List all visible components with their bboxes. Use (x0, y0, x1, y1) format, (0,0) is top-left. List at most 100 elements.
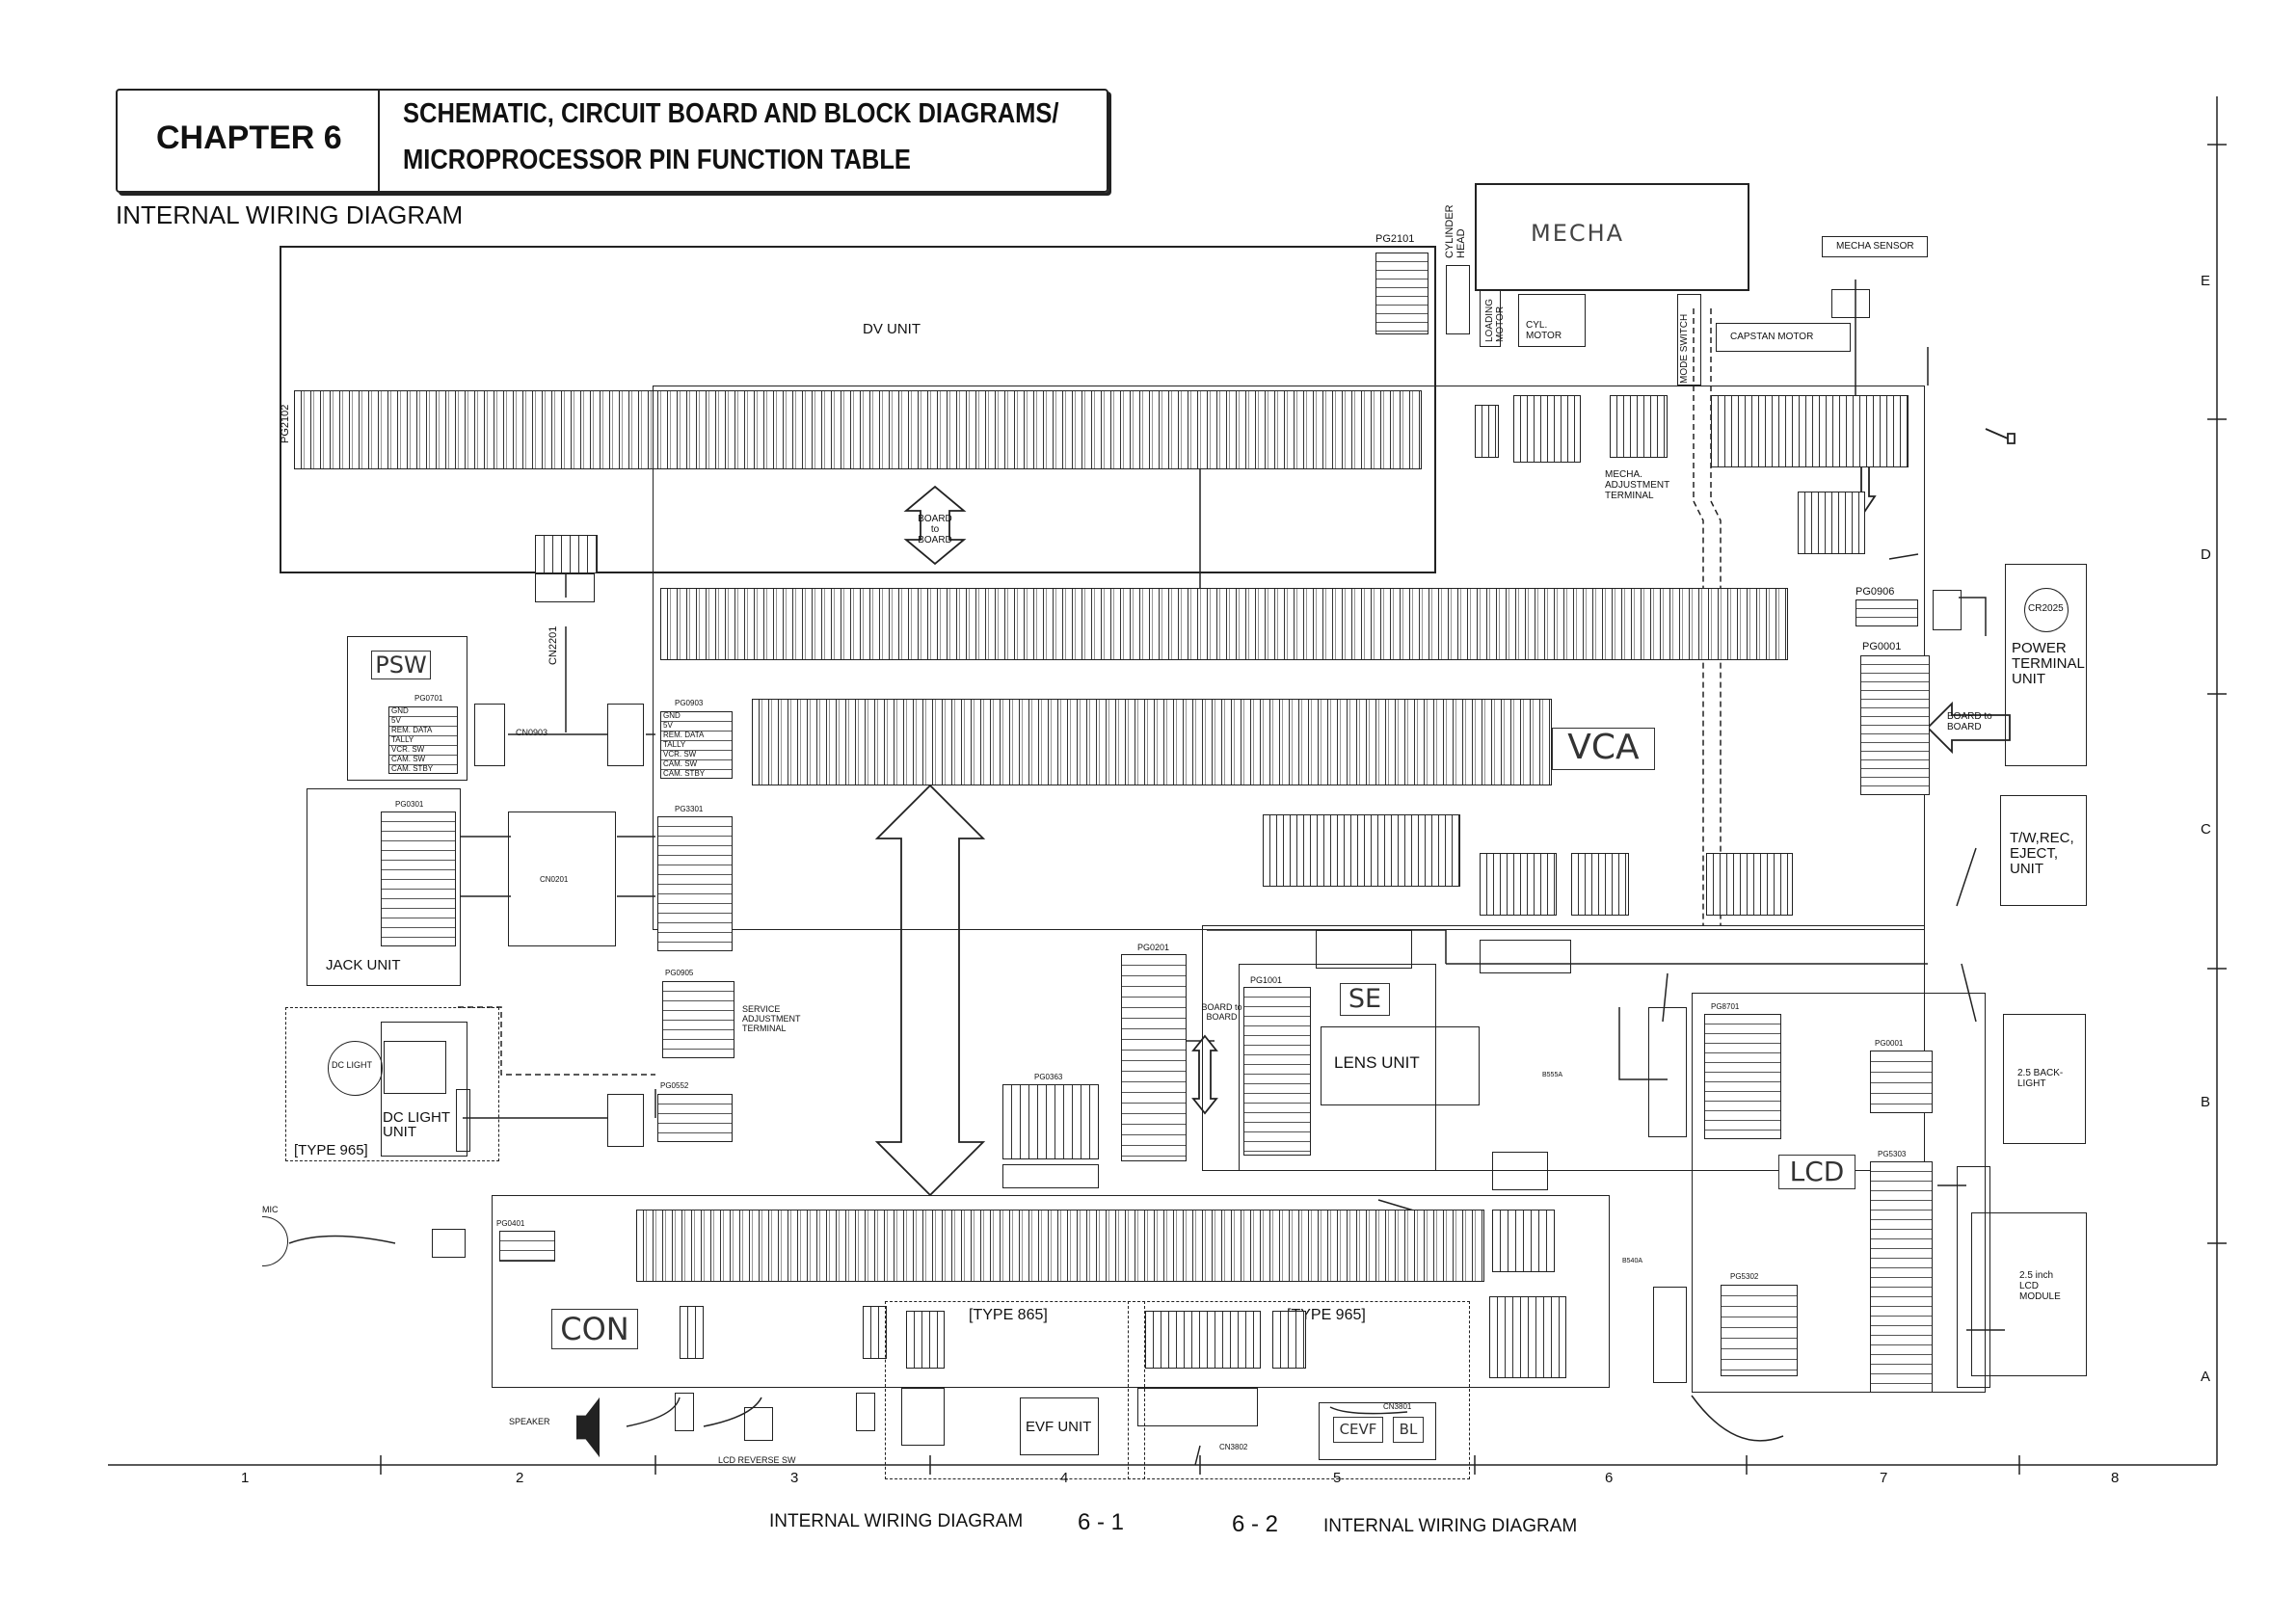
pg0363-connector (1002, 1084, 1099, 1159)
lens-board-frame (1202, 925, 1925, 1171)
pg0701-pin6: CAM. SW (391, 755, 426, 763)
pg0903-pin6: CAM. SW (663, 759, 698, 768)
pg0701-pin1: GND (391, 706, 409, 715)
mecha-label: MECHA (1531, 220, 1625, 247)
grid-col-2: 2 (516, 1470, 524, 1486)
cn0903-mate (607, 704, 644, 766)
pg0001-power-label: PG0001 (1862, 641, 1902, 652)
header-title-line2: MICROPROCESSOR PIN FUNCTION TABLE (403, 145, 911, 175)
pg1301-connector (1263, 814, 1460, 887)
pg0001-power-connector (1860, 655, 1930, 795)
mode-switch-label: MODE SWITCH (1679, 313, 1690, 384)
pg0504-connector (1475, 405, 1499, 458)
cevf-bl-unit (1319, 1402, 1436, 1460)
pg0701-pin2: 5V (391, 716, 401, 725)
cn0552-mate (607, 1094, 644, 1147)
lcd-reverse-connector (856, 1393, 875, 1431)
header-title-line1: SCHEMATIC, CIRCUIT BOARD AND BLOCK DIAGR… (403, 98, 1059, 129)
mecha-block (1475, 183, 1749, 291)
evf-connector (901, 1388, 945, 1446)
cn3801-label: CN3801 (1383, 1402, 1412, 1411)
type865-label: [TYPE 865] (969, 1307, 1048, 1323)
footer-right-page: 6 - 2 (1232, 1511, 1279, 1537)
cylinder-head-label: CYLINDER HEAD (1444, 204, 1467, 258)
mic-connector (432, 1229, 466, 1258)
pg0201-connector (1121, 954, 1187, 1161)
dv-unit-board (280, 246, 1436, 573)
type865-connector (906, 1311, 945, 1369)
pg0903-pin4: TALLY (663, 740, 686, 749)
dv-unit-label: DV UNIT (863, 321, 921, 337)
con-low-right-connector (1489, 1296, 1566, 1378)
pg0905-label: PG0905 (665, 969, 694, 977)
se-lens-block (1239, 964, 1436, 1171)
capstan-motor (1716, 323, 1851, 352)
speaker-connector (675, 1393, 694, 1431)
pg0701-label: PG0701 (414, 694, 443, 703)
cr2025-label: CR2025 (2028, 603, 2064, 614)
chapter-header: CHAPTER 6 SCHEMATIC, CIRCUIT BOARD AND B… (116, 89, 1108, 193)
cylinder-head (1446, 265, 1470, 334)
lcd-module-label: 2.5 inch LCD MODULE (2019, 1270, 2061, 1302)
grid-col-7: 7 (1880, 1470, 1888, 1486)
pg8701-connector (1704, 1014, 1781, 1139)
se-right-connector (1480, 940, 1571, 973)
pg0905-connector (662, 981, 734, 1058)
mecha-sensor-label: MECHA SENSOR (1836, 241, 1914, 252)
mecha-adj-label: MECHA. ADJUSTMENT TERMINAL (1605, 469, 1670, 501)
cyl-motor (1518, 294, 1586, 347)
pg2101-connector (1375, 253, 1428, 334)
pg1001-label: PG1001 (1250, 975, 1283, 985)
pg0401-connector (499, 1231, 555, 1262)
grid-col-5: 5 (1333, 1470, 1342, 1486)
pg3301-label: PG3301 (675, 805, 704, 813)
pg0903-pin7: CAM. STBY (663, 769, 706, 778)
pg2102-label: PG2102 (280, 404, 291, 443)
service-adjustment-label: SERVICE ADJUSTMENT TERMINAL (742, 1004, 801, 1033)
se-label: SE (1340, 983, 1390, 1016)
lens-unit (1321, 1026, 1480, 1105)
diagram-title: INTERNAL WIRING DIAGRAM (116, 200, 464, 229)
b540a-label: B540A (1622, 1258, 1643, 1264)
cn2201-label: CN2201 (547, 625, 559, 665)
cn0903-label: CN0903 (516, 728, 548, 737)
pg0906-label: PG0906 (1855, 586, 1895, 598)
evf-unit (1020, 1397, 1099, 1455)
pg0363-label: PG0363 (1034, 1073, 1063, 1081)
pg0201-label: PG0201 (1137, 943, 1170, 952)
pg0903-pin1: GND (663, 711, 681, 720)
pg0903-pin3: REM. DATA (663, 731, 705, 739)
header-divider (378, 91, 380, 191)
con-board (492, 1195, 1610, 1388)
capstan-motor-label: CAPSTAN MOTOR (1730, 332, 1814, 342)
bl-label: BL (1393, 1417, 1424, 1443)
tw-rec-eject-label: T/W,REC, EJECT, UNIT (2010, 830, 2074, 877)
pg3301-connector (657, 816, 733, 951)
pg0906-connector (1855, 599, 1918, 626)
pg0501-connector (1610, 395, 1668, 458)
lcd-module (1971, 1212, 2087, 1376)
grid-row-e: E (2201, 273, 2211, 289)
lcd-reverse-sw-label: LCD REVERSE SW (718, 1455, 796, 1465)
dc-light-label: DC LIGHT (332, 1060, 373, 1070)
cn2201-connector (535, 573, 595, 602)
board-to-board-label-mid: BOARD to BOARD (1201, 1002, 1242, 1022)
lcd-reverse-sw-icon (744, 1407, 773, 1441)
se-top-connector (1316, 930, 1412, 969)
psw-label: PSW (371, 651, 431, 679)
cn3802-label: CN3802 (1219, 1443, 1248, 1451)
pg0363-plug (1002, 1164, 1099, 1188)
type865-frame (885, 1301, 1145, 1479)
lens-unit-label: LENS UNIT (1334, 1053, 1420, 1072)
loading-motor (1480, 289, 1501, 347)
board-to-board-label-right: BOARD to BOARD (1947, 711, 1992, 732)
pg5303-connector (1870, 1161, 1933, 1393)
chapter-number: CHAPTER 6 (156, 120, 342, 156)
tw-rec-eject-unit (2000, 795, 2087, 906)
grid-col-8: 8 (2111, 1470, 2120, 1486)
jack-unit-label: JACK UNIT (326, 957, 401, 973)
type965-connector-2 (1272, 1311, 1306, 1369)
pg0001-bl-label: PG0001 (1875, 1039, 1904, 1048)
backlight-unit (2003, 1014, 2086, 1144)
grid-row-d: D (2201, 546, 2211, 563)
